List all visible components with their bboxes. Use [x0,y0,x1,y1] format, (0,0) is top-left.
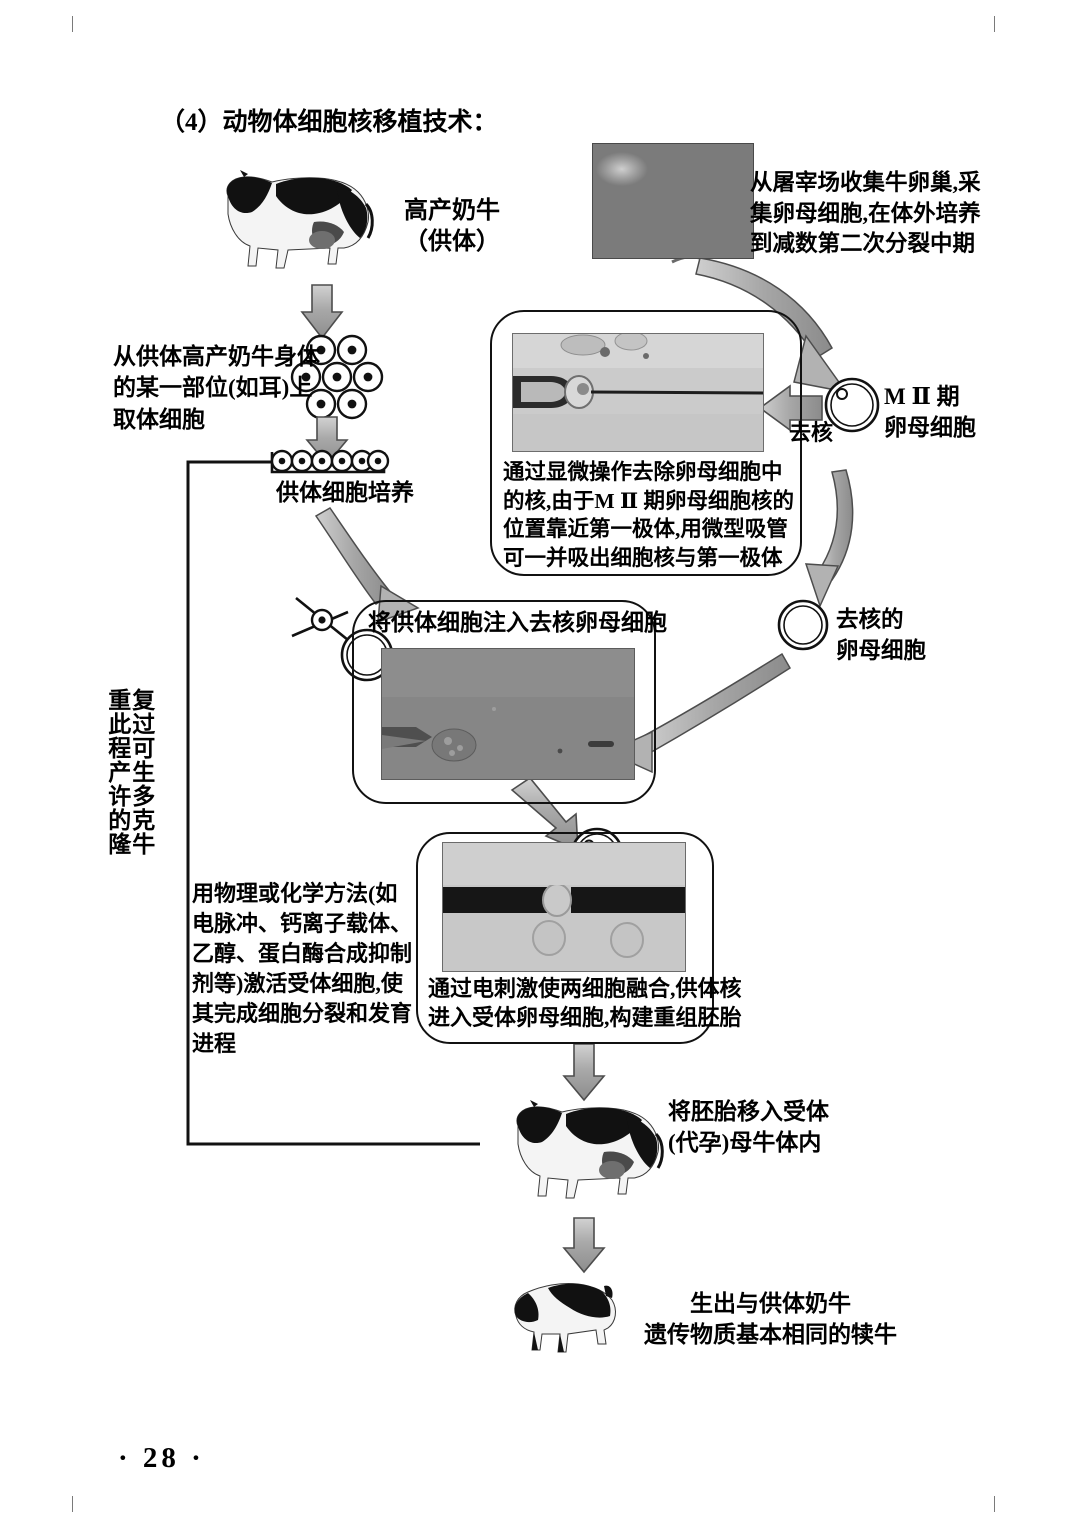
enucleation-callout [490,310,802,576]
recycle-loop-line [186,460,480,1146]
cell-culture-dish-icon [270,449,390,474]
mii-oocyte-label: M Ⅱ 期 卵母细胞 [884,384,976,441]
fusion-photo [442,842,686,972]
injection-photo [381,648,635,780]
donor-cell-culture-label: 供体细胞培养 [276,480,414,505]
micro-pipette-icon [291,596,349,642]
block-arrow-icon [300,284,344,340]
curved-arrow-icon [804,469,854,609]
injection-callout [352,600,656,804]
calf-born-label: 生出与供体奶牛 遗传物质基本相同的犊牛 [644,1291,897,1348]
page-title: （4）动物体细胞核移植技术： [160,109,498,136]
block-arrow-icon [562,1043,606,1102]
donor-cow-label: 高产奶牛 （供体） [404,198,500,256]
activate-description: 用物理或化学方法(如 电脉冲、钙离子载体、 乙醇、蛋白酶合成抑制 剂等)激活受体… [192,881,413,1056]
enucleate-label: 去核 [789,420,834,445]
cow-icon [516,1100,664,1199]
cow-icon [226,170,374,269]
fusion-description: 通过电刺激使两细胞融合,供体核 进入受体卵母细胞,构建重组胚胎 [428,976,742,1031]
repeat-process-label-col1: 重此程产许的隆 [104,688,130,856]
collect-ovary-label: 从屠宰场收集牛卵巢,采 集卵母细胞,在体外培养 到减数第二次分裂中期 [750,170,981,257]
block-arrow-icon [758,384,823,432]
oocyte-icon [824,377,880,433]
crop-mark-bottom-left [72,1496,73,1512]
page-number: · 28 · [118,1442,205,1474]
block-arrow-icon [562,1217,606,1274]
ovary-photo [592,143,754,259]
injection-title: 将供体细胞注入去核卵母细胞 [368,610,667,635]
crop-mark-bottom-right [994,1496,995,1512]
enucleated-oocyte-label: 去核的 卵母细胞 [836,607,927,663]
somatic-cell-nuclei [301,345,373,409]
crop-mark-top-left [72,16,73,32]
enucleation-photo [512,333,764,452]
transfer-embryo-label: 将胚胎移入受体 (代孕)母牛体内 [668,1099,829,1156]
enucleation-description: 通过显微操作去除卵母细胞中 的核,由于M Ⅱ 期卵母细胞核的 位置靠近第一极体,… [503,460,795,570]
enucleated-oocyte-icon [777,599,829,651]
calf-icon [514,1283,616,1353]
repeat-process-label-col2: 复过可生多克牛 [128,688,154,856]
fusion-callout [416,832,714,1044]
take-somatic-cell-label: 从供体高产奶牛身体 的某一部位(如耳)上 取体细胞 [113,344,320,432]
crop-mark-top-right [994,16,995,32]
